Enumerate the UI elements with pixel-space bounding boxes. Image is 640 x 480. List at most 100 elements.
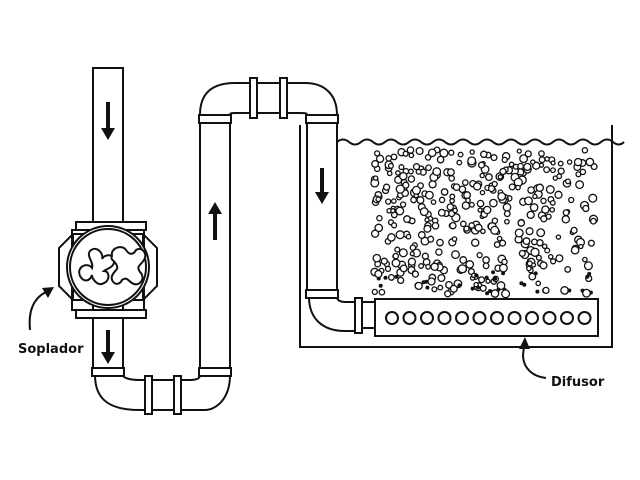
air-bubble (564, 265, 572, 273)
air-bubble (380, 257, 388, 265)
air-bubble (424, 217, 430, 223)
air-bubble (529, 203, 539, 212)
air-bubble (536, 228, 546, 238)
air-bubble (585, 274, 590, 279)
air-bubble (587, 239, 595, 247)
air-bubble (556, 173, 563, 180)
air-bubble (448, 149, 455, 156)
air-bubble (497, 191, 507, 201)
air-bubble (540, 197, 547, 205)
air-bubble (409, 251, 415, 257)
air-bubble (437, 284, 444, 291)
air-bubble (437, 208, 446, 217)
air-bubble (468, 222, 476, 229)
air-bubble (480, 228, 486, 235)
air-bubble (479, 172, 485, 179)
air-bubble (421, 280, 426, 285)
air-bubble (487, 184, 496, 193)
air-bubble (542, 286, 550, 295)
air-bubble (549, 258, 557, 265)
air-bubble (561, 215, 571, 224)
air-bubble (395, 206, 405, 216)
air-bubble (517, 219, 526, 227)
air-bubble (526, 260, 533, 267)
air-bubble (538, 150, 545, 157)
air-bubble (474, 273, 479, 278)
air-bubble (387, 273, 395, 281)
air-bubble (496, 287, 501, 292)
air-bubble (476, 199, 485, 208)
top-pipe-run (198, 77, 339, 124)
riser-pipe (199, 121, 231, 369)
air-bubble (491, 217, 499, 224)
air-bubble (485, 291, 490, 296)
air-bubble (456, 159, 463, 166)
air-bubble (414, 281, 423, 291)
air-bubble (535, 183, 545, 193)
air-bubble (501, 258, 508, 266)
air-bubble (530, 159, 536, 165)
air-bubble (459, 256, 468, 264)
air-bubble (470, 238, 480, 247)
air-bubble (398, 248, 408, 258)
air-bubble (554, 190, 563, 199)
air-bubble (499, 239, 507, 247)
air-bubble (411, 270, 420, 278)
air-bubble (385, 198, 392, 205)
air-bubble (439, 148, 449, 158)
air-bubble (430, 199, 437, 205)
inlet-pipe (92, 67, 124, 225)
air-bubble (482, 262, 490, 270)
air-bubble (496, 281, 506, 291)
air-bubble (425, 263, 432, 270)
air-bubble (416, 196, 425, 205)
air-bubble (376, 214, 383, 222)
air-bubble (390, 198, 397, 204)
air-bubble (523, 162, 532, 172)
air-bubble (541, 205, 550, 214)
air-bubble (499, 167, 507, 176)
air-bubble (444, 290, 452, 298)
air-bubble (407, 175, 416, 183)
air-bubble (371, 159, 380, 168)
blower-label: Soplador (18, 342, 84, 357)
air-bubble (451, 250, 460, 260)
air-bubble (435, 248, 443, 256)
air-bubble (524, 196, 533, 206)
air-bubble (503, 210, 511, 218)
air-bubble (431, 286, 438, 293)
air-bubble (491, 270, 496, 275)
blower (58, 221, 158, 319)
air-bubble (427, 235, 435, 243)
air-bubble (480, 150, 488, 159)
air-bubble (425, 285, 430, 290)
air-bubble (566, 159, 573, 165)
air-bubble (452, 183, 461, 192)
air-bubble (395, 170, 401, 176)
air-bubble (397, 276, 405, 285)
air-bubble (477, 161, 486, 169)
air-bubble (398, 164, 405, 171)
air-bubble (541, 243, 548, 250)
air-bubble (570, 245, 580, 255)
air-bubble (527, 186, 535, 194)
air-bubble (438, 196, 446, 204)
air-bubble (530, 247, 540, 257)
air-bubble (565, 178, 571, 185)
air-bubble (549, 206, 556, 213)
air-bubble (543, 166, 551, 174)
air-bubble (395, 230, 405, 240)
air-bubble (582, 256, 588, 263)
air-bubble (516, 148, 522, 154)
air-bubble (382, 183, 391, 191)
air-bubble (476, 285, 480, 290)
diffuser-hole (560, 311, 574, 325)
air-bubble (385, 155, 393, 162)
air-bubble (394, 246, 401, 253)
diffuser-hole (420, 311, 434, 325)
air-bubble (555, 234, 562, 240)
air-bubble (519, 154, 529, 164)
air-bubble (530, 238, 538, 246)
air-bubble (402, 150, 409, 157)
